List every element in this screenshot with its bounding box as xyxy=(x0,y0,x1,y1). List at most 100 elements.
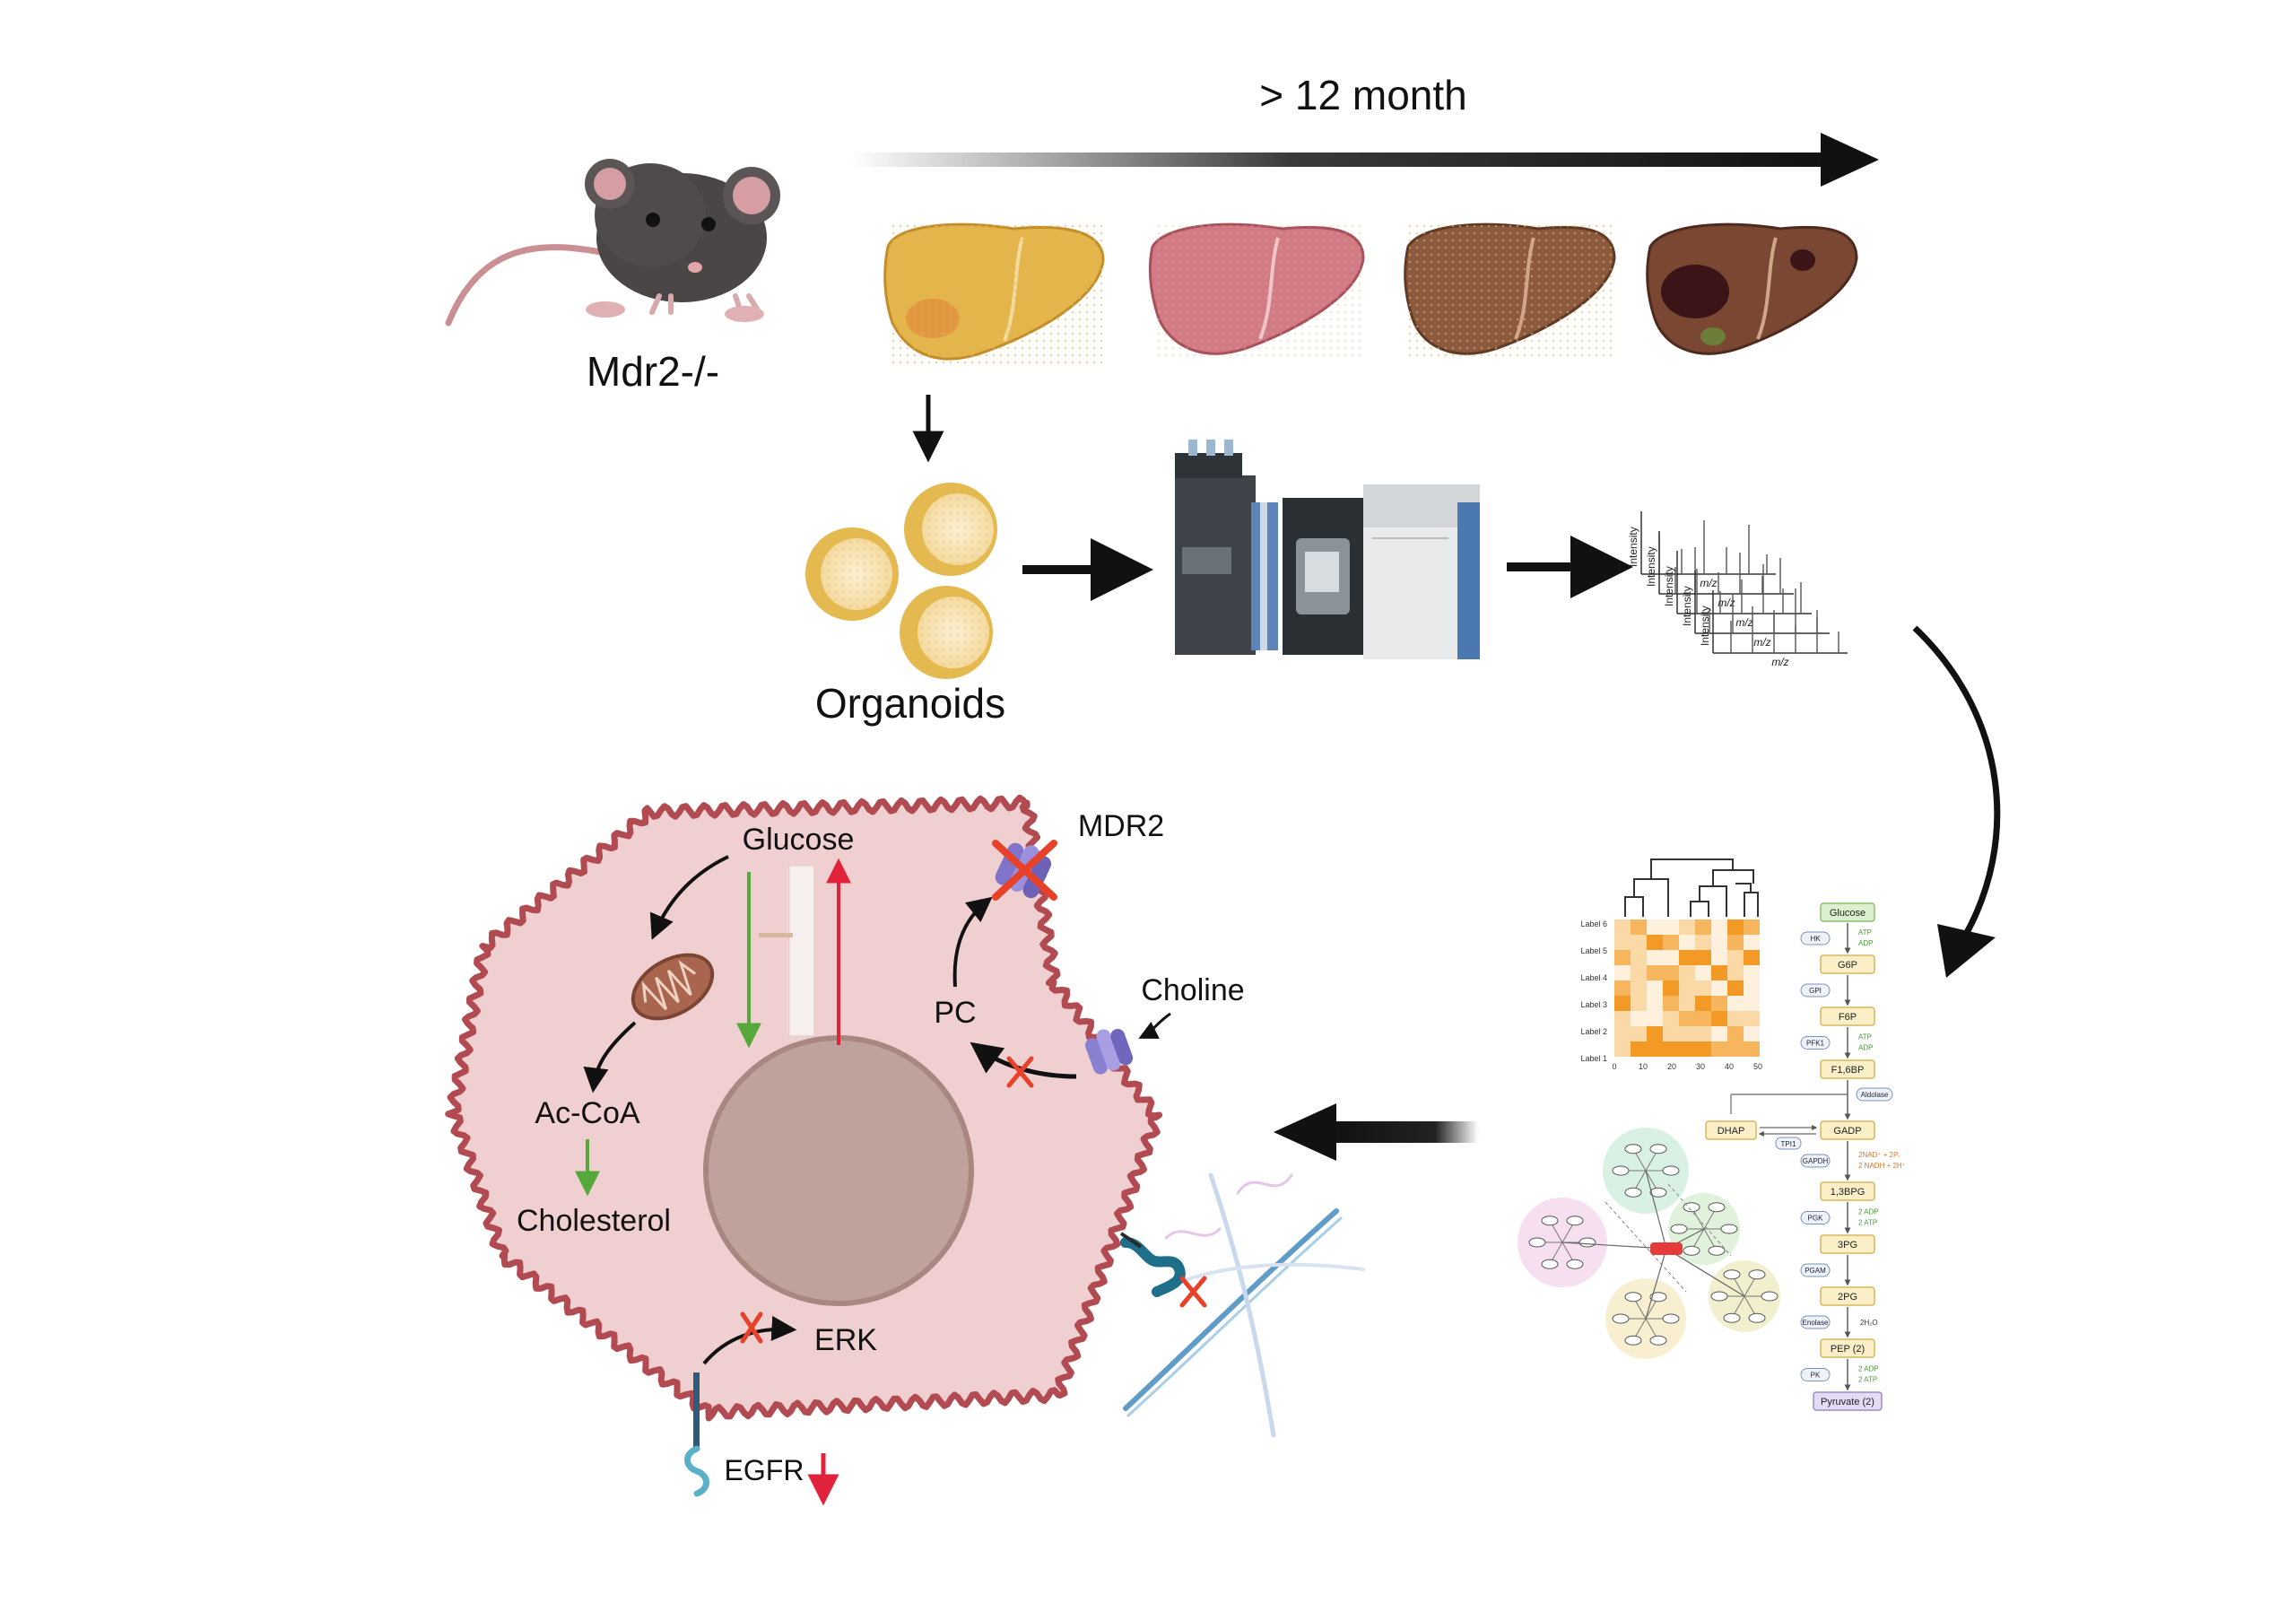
heatmap-cell xyxy=(1647,980,1663,996)
heatmap-cell xyxy=(1711,950,1727,965)
spectrum-y-axis-label: Intensity xyxy=(1627,527,1639,567)
network-node xyxy=(1670,1224,1688,1234)
glucose-label: Glucose xyxy=(743,823,855,857)
network-node xyxy=(1683,1245,1700,1256)
heatmap-cell xyxy=(1679,919,1695,935)
heatmap-cell xyxy=(1744,965,1760,980)
metabolite-label: Glucose xyxy=(1830,908,1866,919)
metabolite-label: 1,3BPG xyxy=(1831,1187,1866,1198)
network-graph xyxy=(1518,1128,1780,1359)
heatmap-row-label: Label 6 xyxy=(1580,919,1607,928)
heatmap-cell xyxy=(1711,1041,1727,1057)
mass-spectrometer-illustration xyxy=(1175,440,1480,659)
heatmap-cell xyxy=(1647,919,1663,935)
network-node xyxy=(1566,1259,1584,1269)
enzyme-pill: TPI1 xyxy=(1775,1137,1802,1150)
enzyme-pill: GPI xyxy=(1800,983,1831,998)
heatmap-row-label: Label 5 xyxy=(1580,946,1607,955)
heatmap-cell xyxy=(1631,1011,1647,1026)
enzyme-pill: Enolase xyxy=(1800,1315,1831,1329)
network-node xyxy=(1649,1144,1667,1155)
heatmap-cell xyxy=(1695,1026,1711,1041)
spectrum-x-axis-label: m/z xyxy=(1735,616,1752,629)
network-node xyxy=(1723,1312,1741,1323)
cofactor-label: ADP xyxy=(1858,1044,1873,1052)
mitochondrion xyxy=(631,953,715,1021)
heatmap-cell xyxy=(1631,919,1647,935)
cofactor-label: 2NAD⁺ + 2Pᵢ xyxy=(1858,1151,1900,1159)
metabolite-label: DHAP xyxy=(1718,1126,1745,1137)
egfr-label: EGFR xyxy=(725,1454,804,1486)
network-node xyxy=(1683,1202,1700,1213)
integrin-receptor-icon xyxy=(1119,1232,1186,1297)
enzyme-pill: Aldolase xyxy=(1856,1087,1893,1102)
heatmap-cell xyxy=(1727,919,1744,935)
heatmap-cell xyxy=(1663,1011,1679,1026)
egfr-receptor-icon xyxy=(684,1372,709,1497)
metabolite-box: F6P xyxy=(1820,1006,1875,1026)
nucleus xyxy=(703,1035,974,1306)
heatmap-cell xyxy=(1727,980,1744,996)
network-node xyxy=(1624,1335,1642,1346)
heatmap-cell xyxy=(1727,950,1744,965)
glucose-to-mito-arrow xyxy=(649,855,729,940)
enzyme-pill: PGAM xyxy=(1800,1263,1831,1277)
metabolite-box: 3PG xyxy=(1820,1234,1875,1254)
network-node xyxy=(1612,1313,1630,1324)
mini-pathway-thumbnail xyxy=(759,865,815,1037)
network-node xyxy=(1541,1216,1559,1226)
heatmap-cell xyxy=(1631,935,1647,950)
egfr-to-erk-arrow xyxy=(702,1315,797,1365)
metabolite-box: Pyruvate (2) xyxy=(1813,1391,1883,1411)
mdr2-blocked-x-icon xyxy=(992,840,1057,901)
organoids-label: Organoids xyxy=(815,680,1005,727)
heatmap-cell xyxy=(1711,919,1727,935)
heatmap-cell xyxy=(1744,1026,1760,1041)
heatmap-cell xyxy=(1679,1041,1695,1057)
network-node xyxy=(1612,1165,1630,1176)
network-node xyxy=(1723,1269,1741,1280)
network-node xyxy=(1662,1165,1680,1176)
heatmap-cell xyxy=(1695,996,1711,1011)
enzyme-label: TPI1 xyxy=(1781,1140,1796,1148)
heatmap-cell xyxy=(1695,1011,1711,1026)
spectrum-y-axis-label: Intensity xyxy=(1699,606,1711,646)
heatmap-cell xyxy=(1663,965,1679,980)
heatmap-cell xyxy=(1663,1026,1679,1041)
cofactor-label: 2 ATP xyxy=(1858,1219,1877,1227)
enzyme-pill: PGK xyxy=(1800,1211,1831,1224)
enzyme-label: PFK1 xyxy=(1806,1040,1825,1048)
spectrum-x-axis-label: m/z xyxy=(1700,577,1717,589)
heatmap-cell xyxy=(1631,980,1647,996)
network-node xyxy=(1761,1291,1779,1302)
choline-blocked-x-icon xyxy=(1006,1056,1034,1088)
heatmap-cell xyxy=(1727,935,1744,950)
erk-blocked-x-icon xyxy=(740,1311,763,1344)
metabolite-box: Glucose xyxy=(1820,902,1875,922)
enzyme-label: Enolase xyxy=(1803,1319,1829,1327)
metabolite-label: F1,6BP xyxy=(1831,1065,1865,1076)
heatmap-cell xyxy=(1614,919,1631,935)
network-node xyxy=(1624,1187,1642,1198)
heatmap-cell xyxy=(1727,1026,1744,1041)
heatmap-cell xyxy=(1614,950,1631,965)
liver-stage-1 xyxy=(883,222,1105,368)
metabolite-box: PEP (2) xyxy=(1820,1338,1875,1358)
metabolite-box: 1,3BPG xyxy=(1820,1181,1875,1201)
organoids-illustration xyxy=(805,483,997,679)
heatmap-x-tick: 0 xyxy=(1612,1062,1616,1071)
timeline: > 12 month xyxy=(852,72,1879,187)
heatmap-cell xyxy=(1695,919,1711,935)
spectrum-y-axis-label: Intensity xyxy=(1645,546,1657,587)
network-node xyxy=(1624,1292,1642,1303)
heatmap-cell xyxy=(1631,1041,1647,1057)
metabolite-label: GADP xyxy=(1833,1126,1861,1137)
heatmap-cell xyxy=(1744,1041,1760,1057)
heatmap-row-label: Label 1 xyxy=(1580,1054,1607,1063)
heatmap-x-tick: 40 xyxy=(1725,1062,1734,1071)
spectrum-y-axis-label: Intensity xyxy=(1663,566,1675,606)
cofactor-label: 2 ADP xyxy=(1858,1208,1879,1216)
acoa-label: Ac-CoA xyxy=(535,1096,639,1130)
enzyme-pill: GAPDH xyxy=(1800,1154,1831,1168)
heatmap-cell xyxy=(1744,950,1760,965)
